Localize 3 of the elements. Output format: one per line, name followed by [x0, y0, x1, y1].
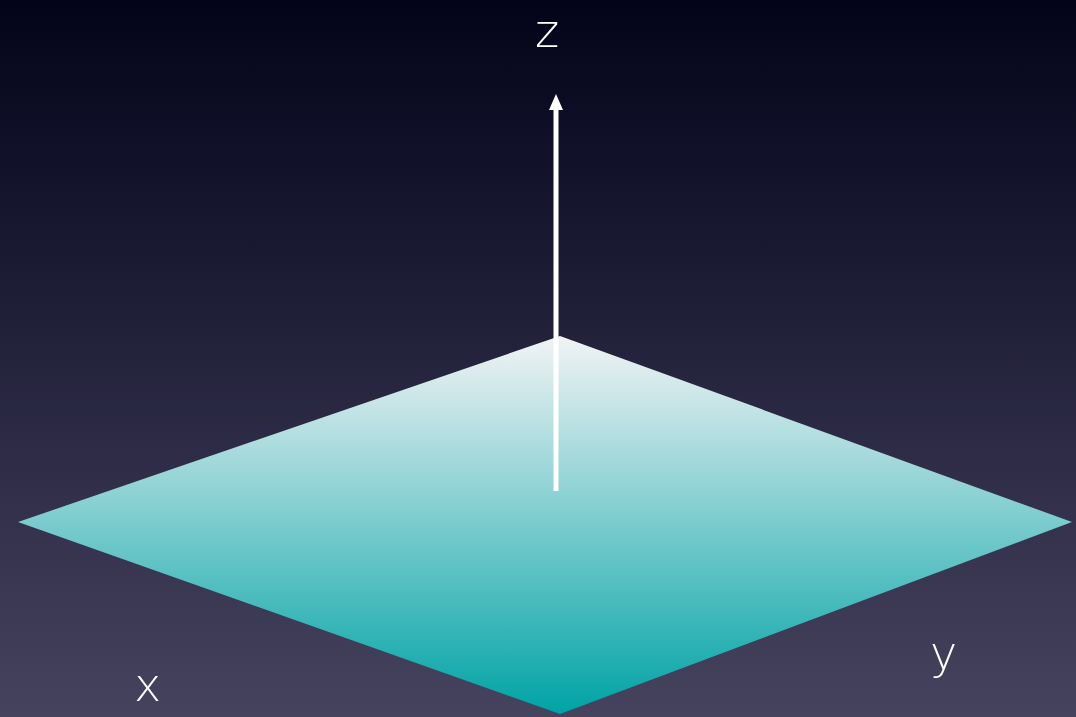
axis-label: y [930, 630, 958, 676]
axis-label: x [134, 662, 162, 708]
axis-label: z [535, 8, 560, 54]
